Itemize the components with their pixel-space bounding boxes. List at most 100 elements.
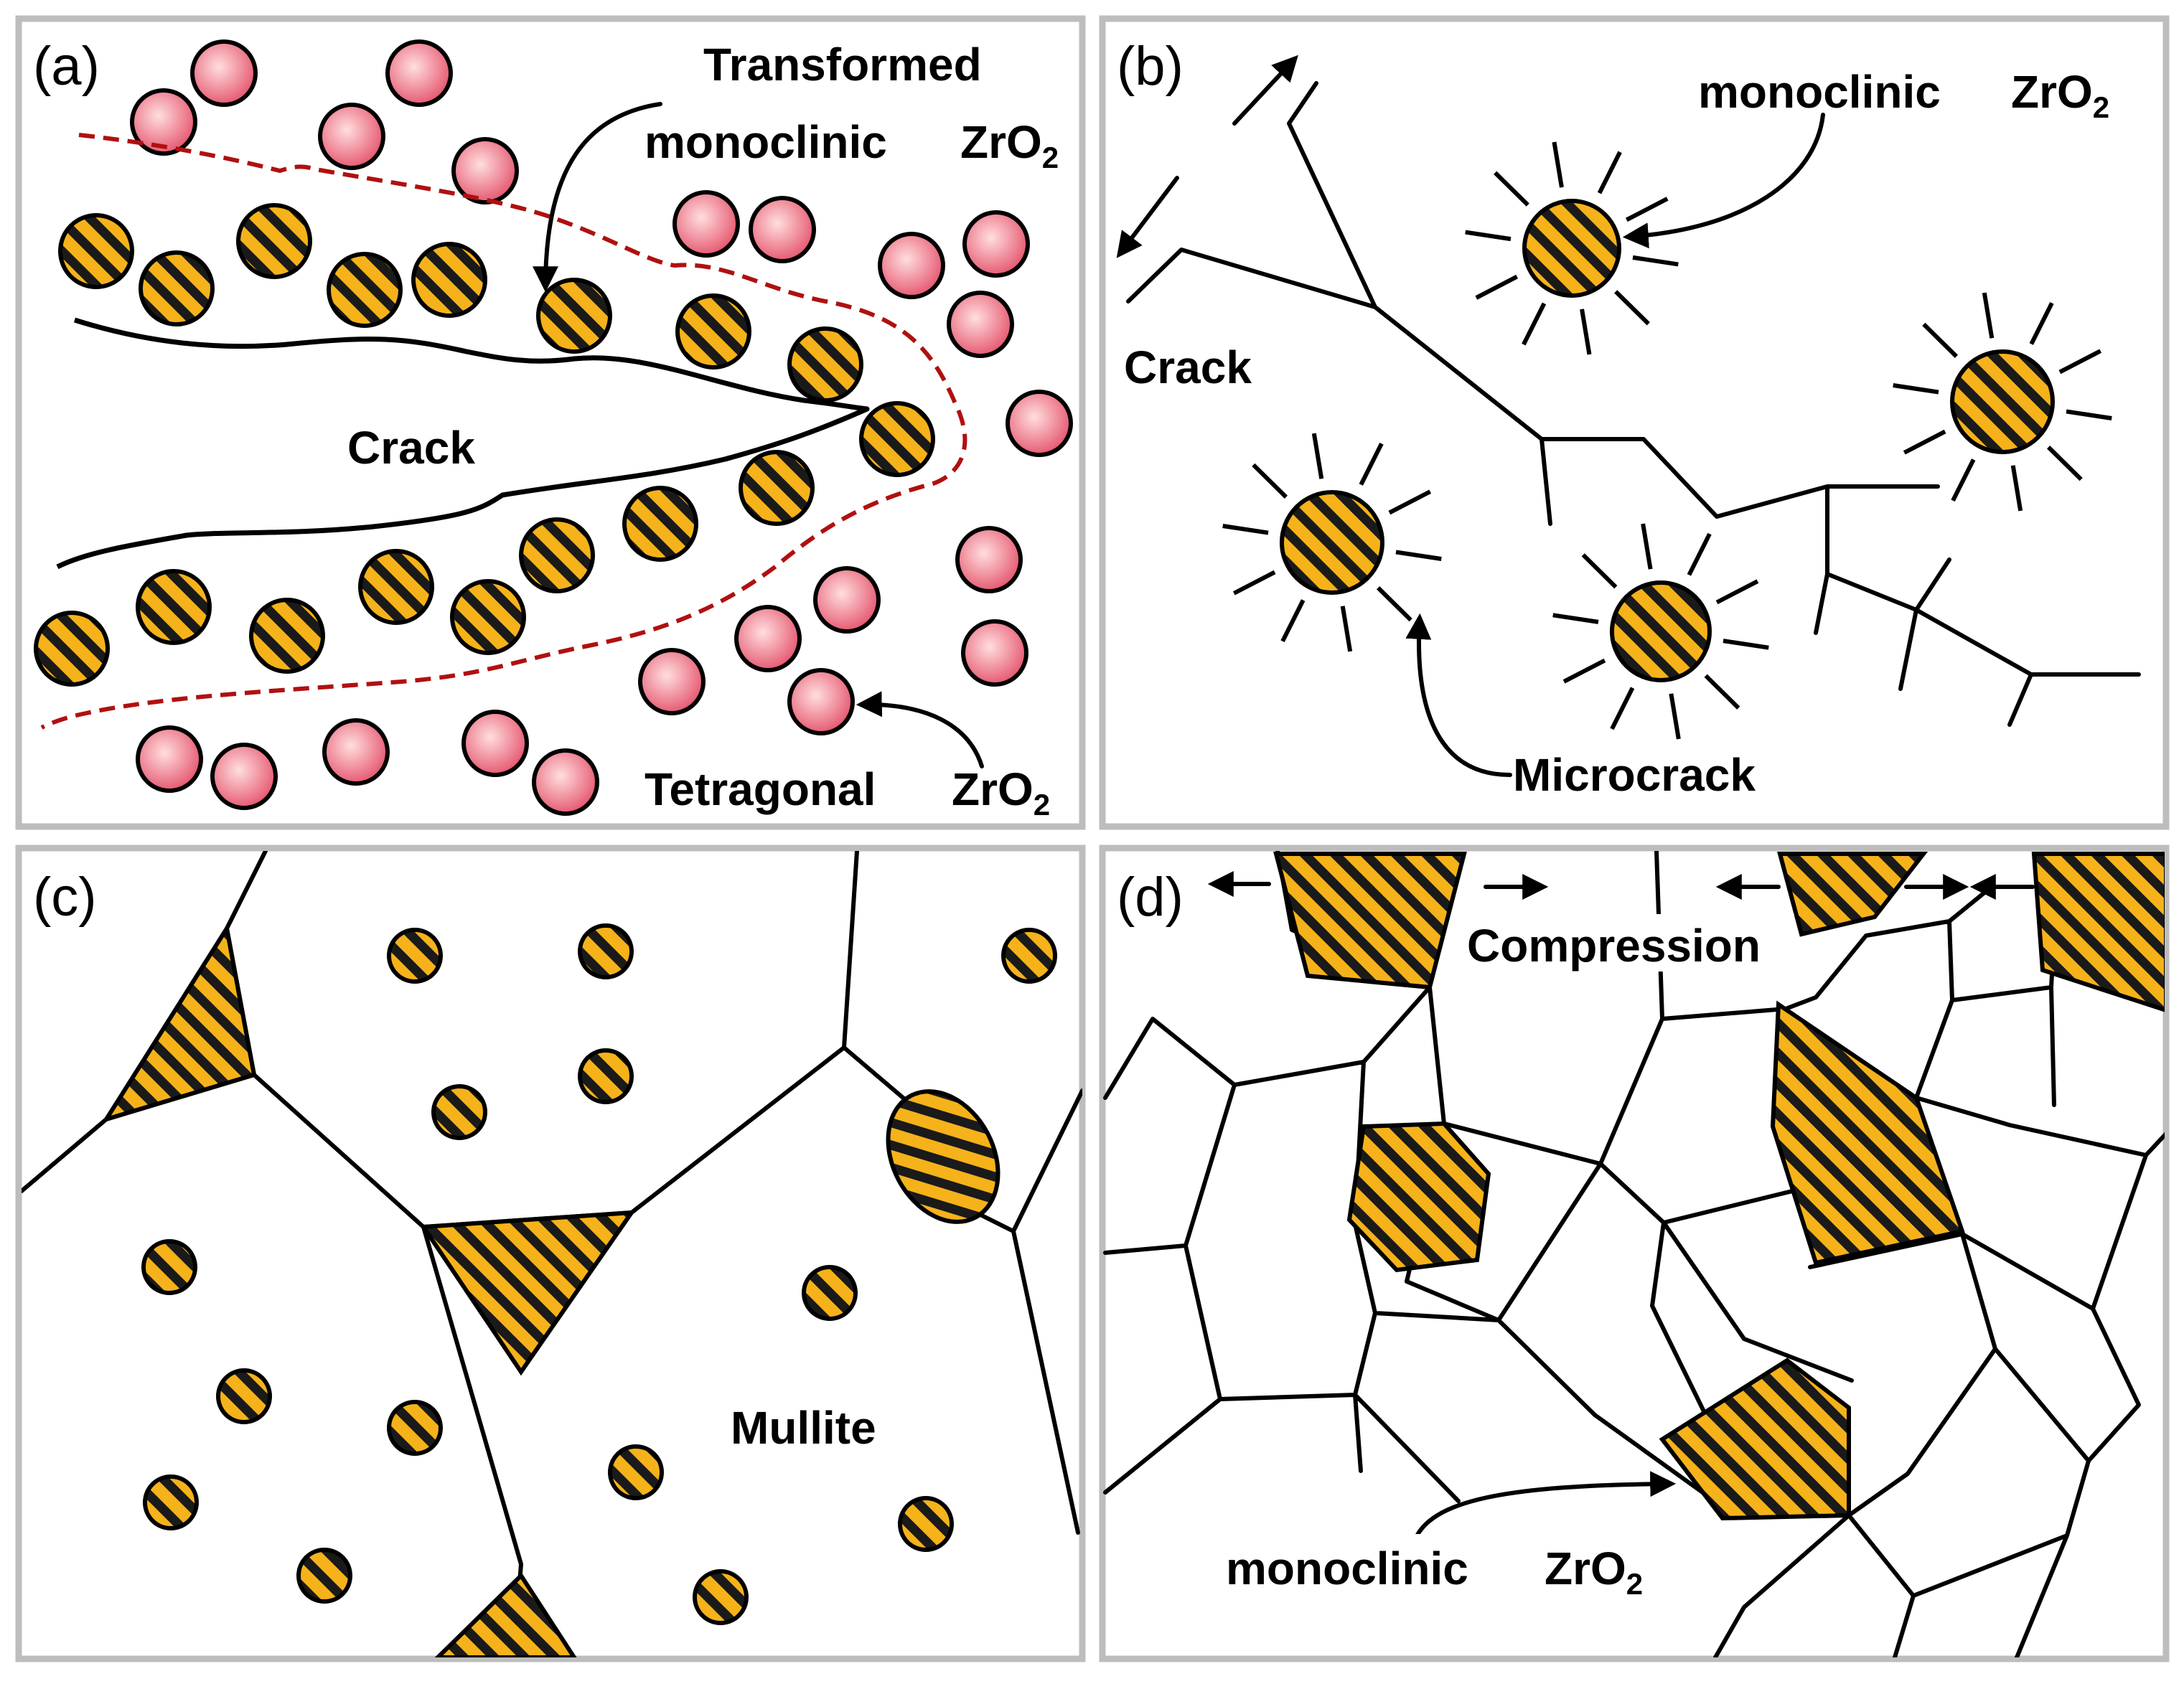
tetragonal-zro2-particle [318, 103, 385, 170]
microcrack-line [2058, 349, 2102, 375]
microcrack-line [1522, 302, 1547, 346]
tetragonal-zro2-particle [787, 668, 855, 735]
panel-c-letter: (c) [33, 867, 97, 928]
intragranular-zro2-particle [216, 1368, 272, 1424]
microcrack-line [1614, 290, 1650, 326]
arrow-to-transformed [533, 102, 662, 293]
microcrack-line [1982, 292, 1995, 339]
tetragonal-zro2-particle [385, 39, 453, 107]
microcrack-line [1252, 463, 1288, 499]
microcrack-line [1552, 613, 1599, 624]
tetragonal-zro2-particle [451, 137, 519, 204]
tetragonal-zro2-particle [961, 619, 1028, 687]
intragranular-zro2-particle [143, 1474, 199, 1530]
monoclinic-label-b: monoclinic [1698, 66, 1941, 118]
crack-label-a: Crack [347, 422, 475, 474]
arrow-to-monoclinic-d [1412, 1471, 1677, 1545]
microcrack-line [1704, 674, 1740, 710]
transformed-zro2-particle [739, 450, 815, 526]
transformed-zro2-particle [859, 401, 935, 477]
monoclinic-label-d: monoclinic [1226, 1543, 1468, 1594]
tetragonal-zro2-particle [749, 196, 816, 263]
microcrack-line [1922, 322, 1959, 358]
mullite-grain-boundary-zro2-triangle-1 [101, 922, 257, 1124]
microcrack-line [1580, 309, 1592, 355]
microcrack-line [1641, 523, 1653, 570]
panel-a: (a) Transformed monoclinic ZrO2 Crack Te… [15, 15, 1086, 830]
microcrack-line [1359, 442, 1384, 486]
microcrack-line [1475, 274, 1519, 300]
intragranular-zro2-particle [608, 1444, 664, 1500]
tetragonal-particles [130, 39, 1073, 816]
compression-label-bg [1464, 914, 1794, 971]
transformed-zro2-particle [622, 486, 698, 562]
crack-arrow-up [1232, 55, 1298, 126]
monoclinic-label-a: monoclinic [645, 116, 887, 168]
panel-c: (c) Mullite [15, 844, 1086, 1662]
microcrack-line [1340, 606, 1353, 652]
mullite-label: Mullite [731, 1402, 876, 1454]
intragranular-zro2-particle [141, 1239, 197, 1295]
transformed-particles [34, 203, 935, 687]
microcrack-line [1893, 383, 1939, 395]
tetragonal-zro2-particle [130, 88, 197, 156]
arrow-to-tetragonal [856, 691, 984, 768]
panel-a-letter: (a) [33, 36, 100, 97]
tetragonal-zro2-particle [962, 210, 1030, 278]
zro2-label-a: ZrO2 [960, 116, 1059, 174]
crack-network [1126, 81, 2141, 727]
microcrack-line [1687, 532, 1712, 576]
arrow-to-monoclinic-b [1622, 113, 1825, 249]
process-zone-upper [40, 133, 967, 730]
intragranular-zro2-particle [296, 1548, 352, 1604]
tetragonal-zro2-particle [1006, 390, 1073, 457]
microcrack-label: Microcrack [1513, 749, 1756, 801]
microcrack-line [1395, 550, 1442, 561]
transformed-zro2-particle [675, 293, 751, 370]
microcrack-line [1715, 579, 1759, 605]
tetragonal-zro2-particle [672, 190, 740, 258]
panel-d: Compression (d) monoclinic ZrO2 [1099, 844, 2170, 1662]
transformed-zro2-particle [787, 326, 863, 403]
microcrack-line [2029, 301, 2054, 345]
intragranular-zro2-particle [387, 1400, 443, 1456]
monoclinic-grain-bottom [1659, 1358, 1851, 1521]
microcrack-line [2010, 465, 2023, 512]
transformed-zro2-particle [249, 598, 325, 674]
monoclinic-label-d-bg [1223, 1534, 1654, 1609]
zro2-label-d: ZrO2 [1545, 1543, 1643, 1601]
transformed-zro2-particle [236, 203, 312, 279]
mullite-grain-boundary-zro2-triangle-2 [419, 1210, 637, 1376]
tetragonal-zro2-particle [190, 39, 258, 107]
transformed-zro2-particle [358, 549, 434, 625]
monoclinic-grain-mid-1 [1346, 1121, 1491, 1273]
tetragonal-zro2-particle [734, 605, 802, 672]
microcrack-line [1597, 151, 1622, 194]
microcrack-line [1552, 141, 1564, 188]
microcrack-line [1465, 230, 1512, 242]
zro2-label-b: ZrO2 [2011, 66, 2109, 124]
monoclinic-zro2-particle [1950, 349, 2055, 454]
microcrack-line [1610, 687, 1635, 730]
microcrack-line [1723, 639, 1769, 650]
microcrack-line [1625, 197, 1669, 222]
microcrack-line [1232, 570, 1276, 596]
monoclinic-grain-top-2 [1777, 852, 1928, 937]
transformed-label: Transformed [703, 39, 982, 90]
intragranular-zro2-particle [578, 923, 634, 979]
intragranular-zro2-particle [898, 1496, 954, 1552]
microcrack-line [1581, 553, 1618, 589]
intragranular-zro2-particle [578, 1048, 634, 1104]
intragranular-zro2-particle [693, 1569, 749, 1625]
microcrack-line [1388, 489, 1432, 515]
tetragonal-zro2-particle [813, 566, 881, 634]
tetragonal-zro2-particle [947, 291, 1014, 358]
crack-label-b: Crack [1124, 342, 1252, 393]
monoclinic-particles-with-microcracks [1222, 141, 2112, 740]
microcrack-line [1280, 599, 1306, 643]
tetragonal-zro2-particle [136, 725, 203, 793]
transformed-zro2-particle [58, 213, 134, 289]
transformed-zro2-particle [136, 569, 212, 645]
intragranular-zro2-particle [802, 1265, 858, 1321]
panel-b: (b) monoclinic ZrO2 Crack Microcrack [1099, 15, 2170, 830]
